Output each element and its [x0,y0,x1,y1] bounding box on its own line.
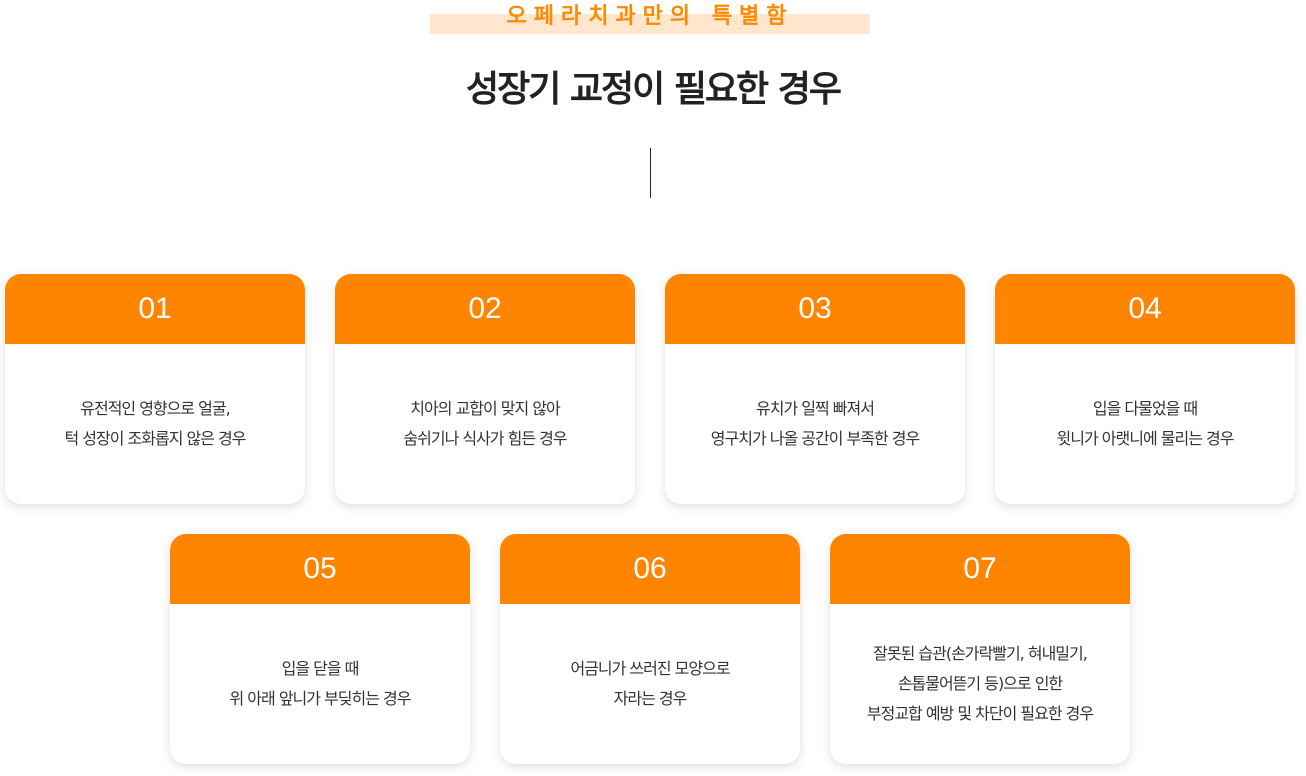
card-text: 유전적인 영향으로 얼굴, 턱 성장이 조화롭지 않은 경우 [64,399,247,448]
case-card-07: 07 잘못된 습관(손가락빨기, 혀내밀기, 손톱물어뜯기 등)으로 인한 부정교… [830,534,1130,764]
card-number: 02 [335,274,635,344]
card-number: 04 [995,274,1295,344]
card-text: 유치가 일찍 빠져서 영구치가 나올 공간이 부족한 경우 [710,399,920,448]
card-number: 07 [830,534,1130,604]
card-text: 입을 다물었을 때 윗니가 아랫니에 물리는 경우 [1056,399,1235,448]
card-number: 05 [170,534,470,604]
card-text: 치아의 교합이 맞지 않아 숨쉬기나 식사가 힘든 경우 [403,399,567,448]
card-text: 잘못된 습관(손가락빨기, 혀내밀기, 손톱물어뜯기 등)으로 인한 부정교합 … [866,644,1094,723]
divider [650,148,651,198]
case-card-05: 05 입을 닫을 때 위 아래 앞니가 부딪히는 경우 [170,534,470,764]
card-number: 06 [500,534,800,604]
case-card-06: 06 어금니가 쓰러진 모양으로 자라는 경우 [500,534,800,764]
section-subtitle: 오페라치과만의 특별함 [506,4,794,29]
case-card-02: 02 치아의 교합이 맞지 않아 숨쉬기나 식사가 힘든 경우 [335,274,635,504]
card-number: 01 [5,274,305,344]
page-title: 성장기 교정이 필요한 경우 [466,69,842,110]
card-text: 어금니가 쓰러진 모양으로 자라는 경우 [570,659,730,708]
case-card-04: 04 입을 다물었을 때 윗니가 아랫니에 물리는 경우 [995,274,1295,504]
subtitle-highlight [430,14,870,34]
case-card-03: 03 유치가 일찍 빠져서 영구치가 나올 공간이 부족한 경우 [665,274,965,504]
card-text: 입을 닫을 때 위 아래 앞니가 부딪히는 경우 [229,659,412,708]
card-number: 03 [665,274,965,344]
case-card-01: 01 유전적인 영향으로 얼굴, 턱 성장이 조화롭지 않은 경우 [5,274,305,504]
